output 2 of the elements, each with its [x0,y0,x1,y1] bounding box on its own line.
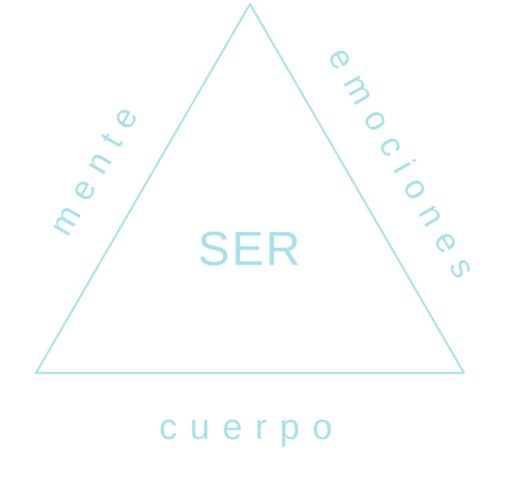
center-word: SER [198,222,302,278]
side-word: cuerpo [159,405,345,449]
